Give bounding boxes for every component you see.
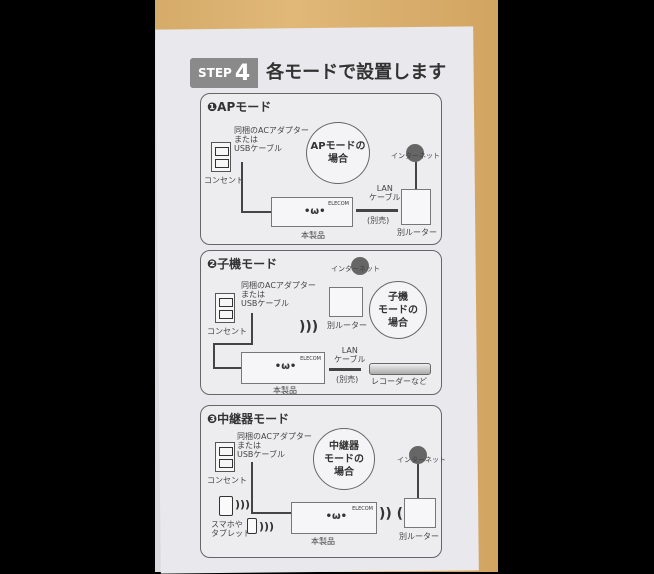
outlet-icon	[215, 293, 235, 323]
product-label: 本製品	[273, 386, 297, 395]
lan-label: LAN ケーブル	[369, 184, 401, 202]
wifi-icon: )))	[299, 319, 319, 335]
router-label: 別ルーター	[397, 228, 437, 237]
power-cable	[251, 512, 291, 514]
internet-label: インターネット	[391, 152, 440, 160]
adapter-label: 同梱のACアダプター または USBケーブル	[237, 432, 312, 459]
mode-bubble: APモードの 場合	[306, 122, 370, 184]
page-title: 各モードで設置します	[266, 62, 447, 83]
router-icon	[401, 189, 431, 225]
face-icon: •ω•	[325, 511, 348, 522]
router-line	[417, 464, 419, 500]
product-device: ELECOM•ω•	[241, 352, 325, 384]
power-cable	[241, 211, 271, 213]
router-icon	[404, 498, 436, 528]
panel-ap-mode: ❶APモード 同梱のACアダプター または USBケーブル コンセント APモー…	[200, 93, 442, 245]
lan-label: LAN ケーブル	[334, 346, 366, 364]
brand-logo: ELECOM	[328, 201, 349, 207]
panel-title: ❶APモード	[207, 100, 272, 114]
lan-cable	[329, 368, 361, 371]
globe-icon	[406, 144, 424, 162]
globe-icon	[409, 446, 427, 464]
power-cable	[213, 343, 253, 345]
adapter-label: 同梱のACアダプター または USBケーブル	[234, 126, 309, 153]
wifi-icon: )))	[259, 520, 275, 533]
face-icon: •ω•	[304, 206, 326, 217]
tablet-icon	[219, 496, 233, 516]
panel-title: ❷子機モード	[207, 257, 278, 271]
outlet-icon	[211, 142, 231, 172]
product-label: 本製品	[301, 231, 325, 240]
power-cable	[213, 367, 243, 369]
panel-client-mode: ❷子機モード 同梱のACアダプター または USBケーブル コンセント ELEC…	[200, 250, 442, 395]
power-cable	[213, 343, 215, 367]
smartphone-icon	[247, 518, 257, 534]
step-label: STEP	[198, 66, 232, 80]
panel-repeater-mode: ❸中継器モード 同梱のACアダプター または USBケーブル コンセント 中継器…	[200, 405, 446, 558]
face-icon: •ω•	[274, 361, 297, 372]
power-cable	[251, 313, 253, 343]
smartphone-label: スマホや タブレット	[211, 520, 251, 538]
internet-label: インターネット	[331, 265, 380, 273]
router-label: 別ルーター	[327, 321, 367, 330]
recorder-icon	[369, 363, 431, 375]
wifi-icon: )))	[235, 498, 251, 511]
outlet-label: コンセント	[207, 476, 247, 485]
lan-note: (別売)	[336, 375, 359, 384]
router-label: 別ルーター	[399, 532, 439, 541]
step-number: 4	[234, 60, 251, 86]
brand-logo: ELECOM	[352, 506, 373, 512]
product-device: ELECOM•ω•	[271, 197, 353, 227]
product-device: ELECOM •ω•	[291, 502, 377, 534]
outlet-label: コンセント	[207, 327, 247, 336]
globe-icon	[351, 257, 369, 275]
power-cable	[241, 162, 243, 212]
router-icon	[329, 287, 363, 317]
mode-bubble: 中継器 モードの 場合	[313, 428, 375, 490]
power-cable	[251, 462, 253, 514]
router-line	[415, 162, 417, 190]
recorder-label: レコーダーなど	[371, 377, 427, 386]
brand-logo: ELECOM	[300, 356, 321, 362]
lan-note: (別売)	[367, 216, 390, 225]
wifi-icon: )) ((	[379, 506, 410, 522]
internet-label: インターネット	[397, 456, 446, 464]
panel-title: ❸中継器モード	[207, 412, 290, 426]
lan-cable	[356, 209, 398, 212]
product-label: 本製品	[311, 537, 335, 546]
outlet-icon	[215, 442, 235, 472]
adapter-label: 同梱のACアダプター または USBケーブル	[241, 281, 316, 308]
outlet-label: コンセント	[204, 176, 244, 185]
mode-bubble: 子機 モードの 場合	[369, 281, 427, 339]
